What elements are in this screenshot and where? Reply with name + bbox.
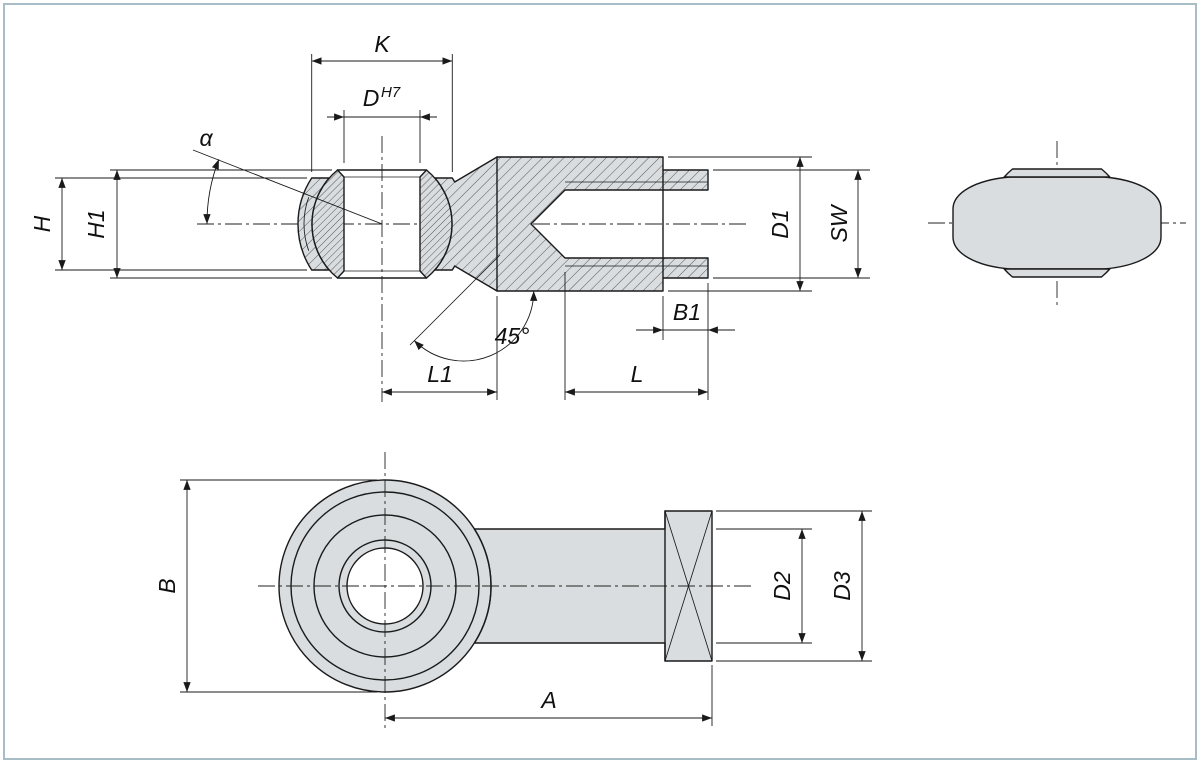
dim-k: K <box>311 31 453 172</box>
dim-alpha-label: α <box>199 125 213 151</box>
dim-d2: D2 <box>716 528 812 644</box>
dim-h: H <box>29 177 307 271</box>
end-view <box>928 141 1186 305</box>
dim-h1: H1 <box>83 169 332 279</box>
end-view-housing <box>952 176 1162 270</box>
end-view-ball-cap-top <box>1003 168 1111 178</box>
dim-d3: D3 <box>716 510 872 662</box>
dim-d: D H7 <box>327 84 437 163</box>
dim-chamfer-label: 45° <box>495 323 530 349</box>
flat-surface-cross-marks <box>664 510 713 662</box>
dim-a-label: A <box>539 687 556 713</box>
dim-b1-label: B1 <box>673 299 701 325</box>
dim-a: A <box>385 665 713 726</box>
dim-chamfer-angle: 45° <box>409 254 538 362</box>
dim-d3-label: D3 <box>829 571 855 601</box>
dim-alpha-arc <box>203 159 220 225</box>
dim-l1: L1 <box>382 296 498 400</box>
top-view: B D2 D3 A <box>154 452 872 732</box>
dim-sw: SW <box>713 169 870 279</box>
dim-k-label: K <box>374 31 391 57</box>
dim-l: L <box>564 272 709 400</box>
dim-b1: B1 <box>636 296 735 340</box>
dim-d-tolerance-label: H7 <box>381 84 401 101</box>
ball-tilt-axis-line <box>192 149 383 225</box>
dim-chamfer-arc <box>413 290 538 362</box>
dim-d1-label: D1 <box>767 209 793 238</box>
dim-l1-label: L1 <box>427 361 453 387</box>
dim-h1-label: H1 <box>83 209 109 238</box>
dim-b: B <box>154 479 377 693</box>
dim-sw-label: SW <box>826 203 852 242</box>
rim-chamfer-arc <box>303 197 310 251</box>
dim-alpha: α <box>192 125 383 225</box>
dim-l-label: L <box>631 361 644 387</box>
front-section-view: K D H7 α H H1 <box>29 31 870 402</box>
dim-b-label: B <box>154 578 180 593</box>
dim-d1: D1 <box>668 156 812 292</box>
dim-d-label: D <box>363 85 380 111</box>
drawing-frame <box>3 3 1197 760</box>
dim-h-label: H <box>29 215 55 232</box>
end-view-ball-cap-bottom <box>1003 268 1111 278</box>
dim-d2-label: D2 <box>769 571 795 601</box>
